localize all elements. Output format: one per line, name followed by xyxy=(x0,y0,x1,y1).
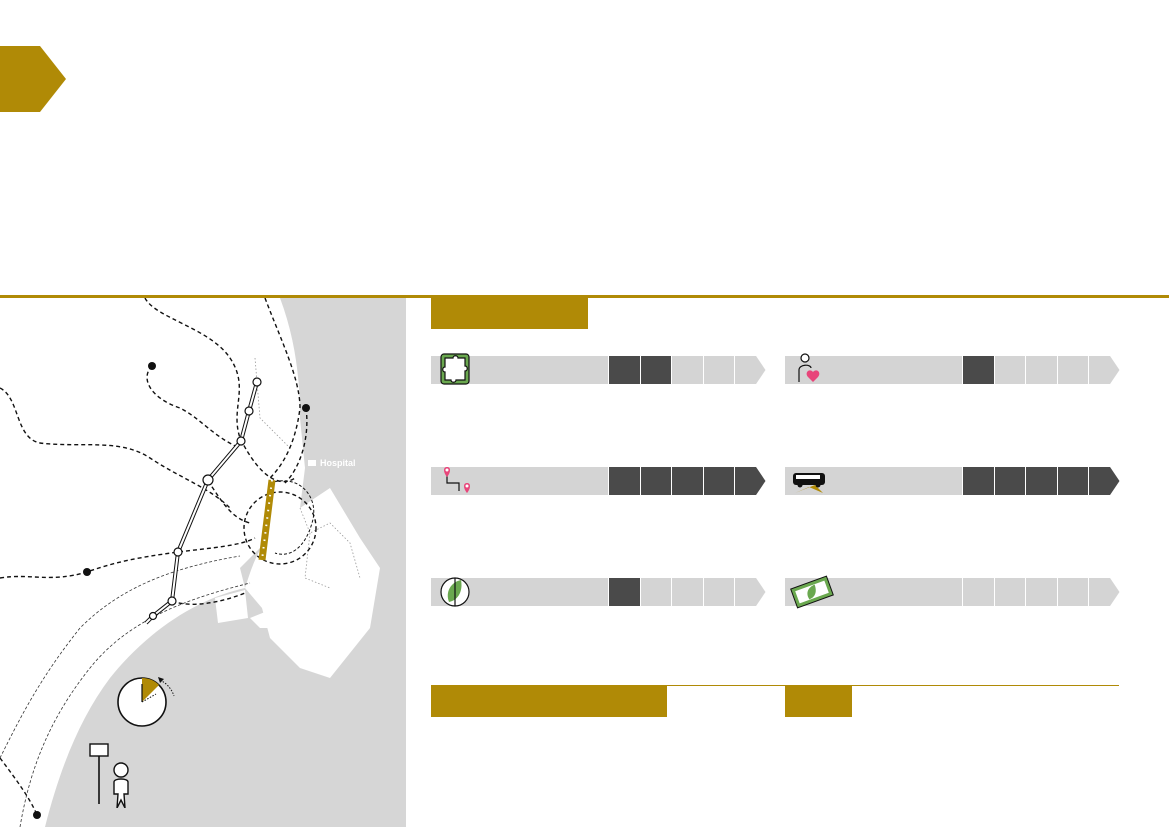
puzzle-icon xyxy=(435,352,475,393)
rating-segment xyxy=(702,356,734,384)
rating-segment xyxy=(1088,578,1120,606)
rating-row xyxy=(431,353,766,385)
ratings-tab xyxy=(431,298,588,329)
rating-segment xyxy=(671,578,703,606)
leaf-globe-icon xyxy=(435,574,475,615)
rating-label-bar xyxy=(431,467,608,495)
rating-segment xyxy=(734,356,766,384)
rating-segment xyxy=(993,356,1025,384)
rating-segment xyxy=(1056,578,1088,606)
rating-segment xyxy=(993,467,1025,495)
rating-row xyxy=(785,467,1120,495)
rating-segment xyxy=(639,578,671,606)
chevron-right-icon xyxy=(0,46,66,112)
section-divider xyxy=(0,295,1169,298)
clock-icon xyxy=(117,677,175,727)
bus-icon xyxy=(789,463,829,504)
rating-segment xyxy=(1056,467,1088,495)
rating-row xyxy=(785,575,1120,609)
rating-segment xyxy=(1088,356,1120,384)
rating-segment xyxy=(734,578,766,606)
bus-stop-person-icon xyxy=(89,743,129,808)
route-map xyxy=(0,298,406,827)
rating-segment xyxy=(1025,578,1057,606)
bottom-right-tab xyxy=(785,686,852,717)
rating-segment xyxy=(671,356,703,384)
rating-segment xyxy=(608,356,640,384)
rating-segment xyxy=(608,578,640,606)
rating-segment xyxy=(671,467,703,495)
rating-segment xyxy=(1025,467,1057,495)
rating-segment xyxy=(639,356,671,384)
rating-segment xyxy=(962,356,994,384)
rating-row xyxy=(431,577,766,607)
rating-segment xyxy=(734,467,766,495)
rating-segment xyxy=(962,578,994,606)
money-leaf-icon xyxy=(789,574,835,615)
rating-segment xyxy=(702,578,734,606)
rating-segment xyxy=(1025,356,1057,384)
rating-segment xyxy=(962,467,994,495)
rating-segment xyxy=(608,467,640,495)
map-panel: Hospital xyxy=(0,298,406,827)
rating-segment xyxy=(1088,467,1120,495)
route-pin-icon xyxy=(435,463,475,504)
bottom-divider xyxy=(431,685,1119,686)
rating-row xyxy=(431,467,766,495)
rating-segment xyxy=(702,467,734,495)
bottom-left-tab xyxy=(431,686,667,717)
rating-row xyxy=(785,353,1120,384)
rating-segment xyxy=(993,578,1025,606)
rating-segment xyxy=(1056,356,1088,384)
person-heart-icon xyxy=(789,352,829,393)
rating-segment xyxy=(639,467,671,495)
hospital-label: Hospital xyxy=(320,458,356,468)
